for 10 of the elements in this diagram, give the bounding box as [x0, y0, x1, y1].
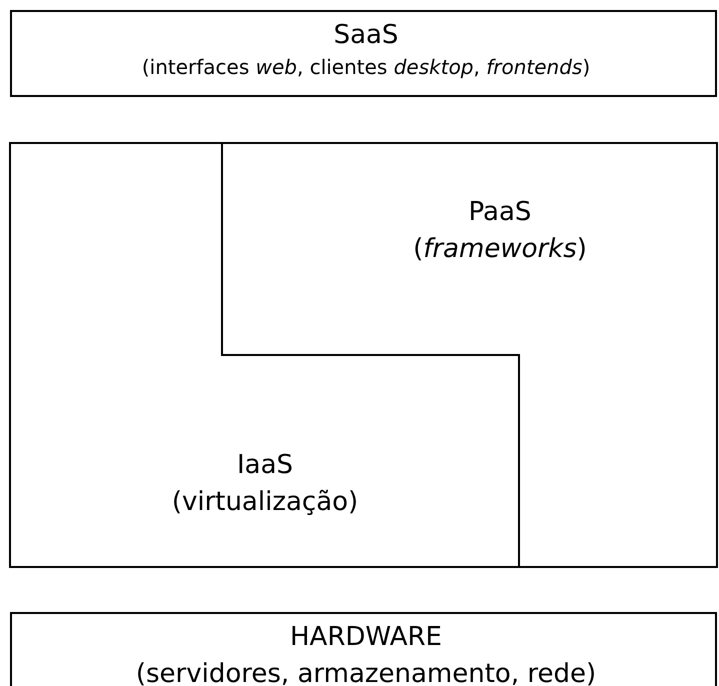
layer-description: (interfaces web, clientes desktop, frontends)	[142, 55, 590, 80]
layer-box	[10, 612, 717, 686]
layer-description: (servidores, armazenamento, rede)	[136, 659, 596, 686]
layer-title: HARDWARE	[290, 622, 442, 654]
layer-box	[10, 10, 717, 97]
layer-description: (frameworks)	[413, 234, 587, 266]
layer-title: PaaS	[468, 197, 532, 228]
layer-title: SaaS	[334, 20, 398, 52]
layer-description: (virtualização)	[172, 487, 358, 518]
layer-title: IaaS	[236, 450, 294, 482]
